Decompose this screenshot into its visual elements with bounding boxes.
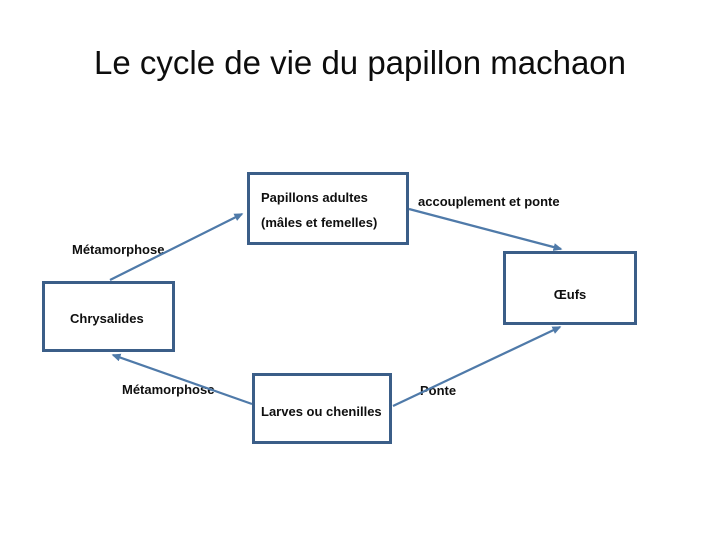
box-papillons-adultes: Papillons adultes (mâles et femelles) [247, 172, 409, 245]
box-larves-label: Larves ou chenilles [261, 404, 382, 419]
arrow-adultes-to-oeufs [408, 207, 563, 251]
edge-label-accouplement-et-ponte: accouplement et ponte [418, 194, 560, 209]
box-chrysalides-label: Chrysalides [70, 311, 144, 326]
edge-label-metamorphose-top: Métamorphose [72, 242, 165, 257]
edge-label-ponte: Ponte [420, 383, 457, 398]
box-papillons-adultes-line1: Papillons adultes [261, 189, 368, 205]
box-papillons-adultes-line2: (mâles et femelles) [261, 214, 378, 230]
arrow-larves-to-oeufs [392, 326, 562, 407]
box-oeufs-label: Œufs [553, 286, 587, 302]
box-larves: Larves ou chenilles [252, 373, 392, 444]
edge-label-metamorphose-bottom: Métamorphose [122, 382, 215, 397]
box-oeufs: Œufs [503, 251, 637, 325]
box-chrysalides: Chrysalides [42, 281, 175, 352]
page-title: Le cycle de vie du papillon machaon [93, 44, 626, 81]
